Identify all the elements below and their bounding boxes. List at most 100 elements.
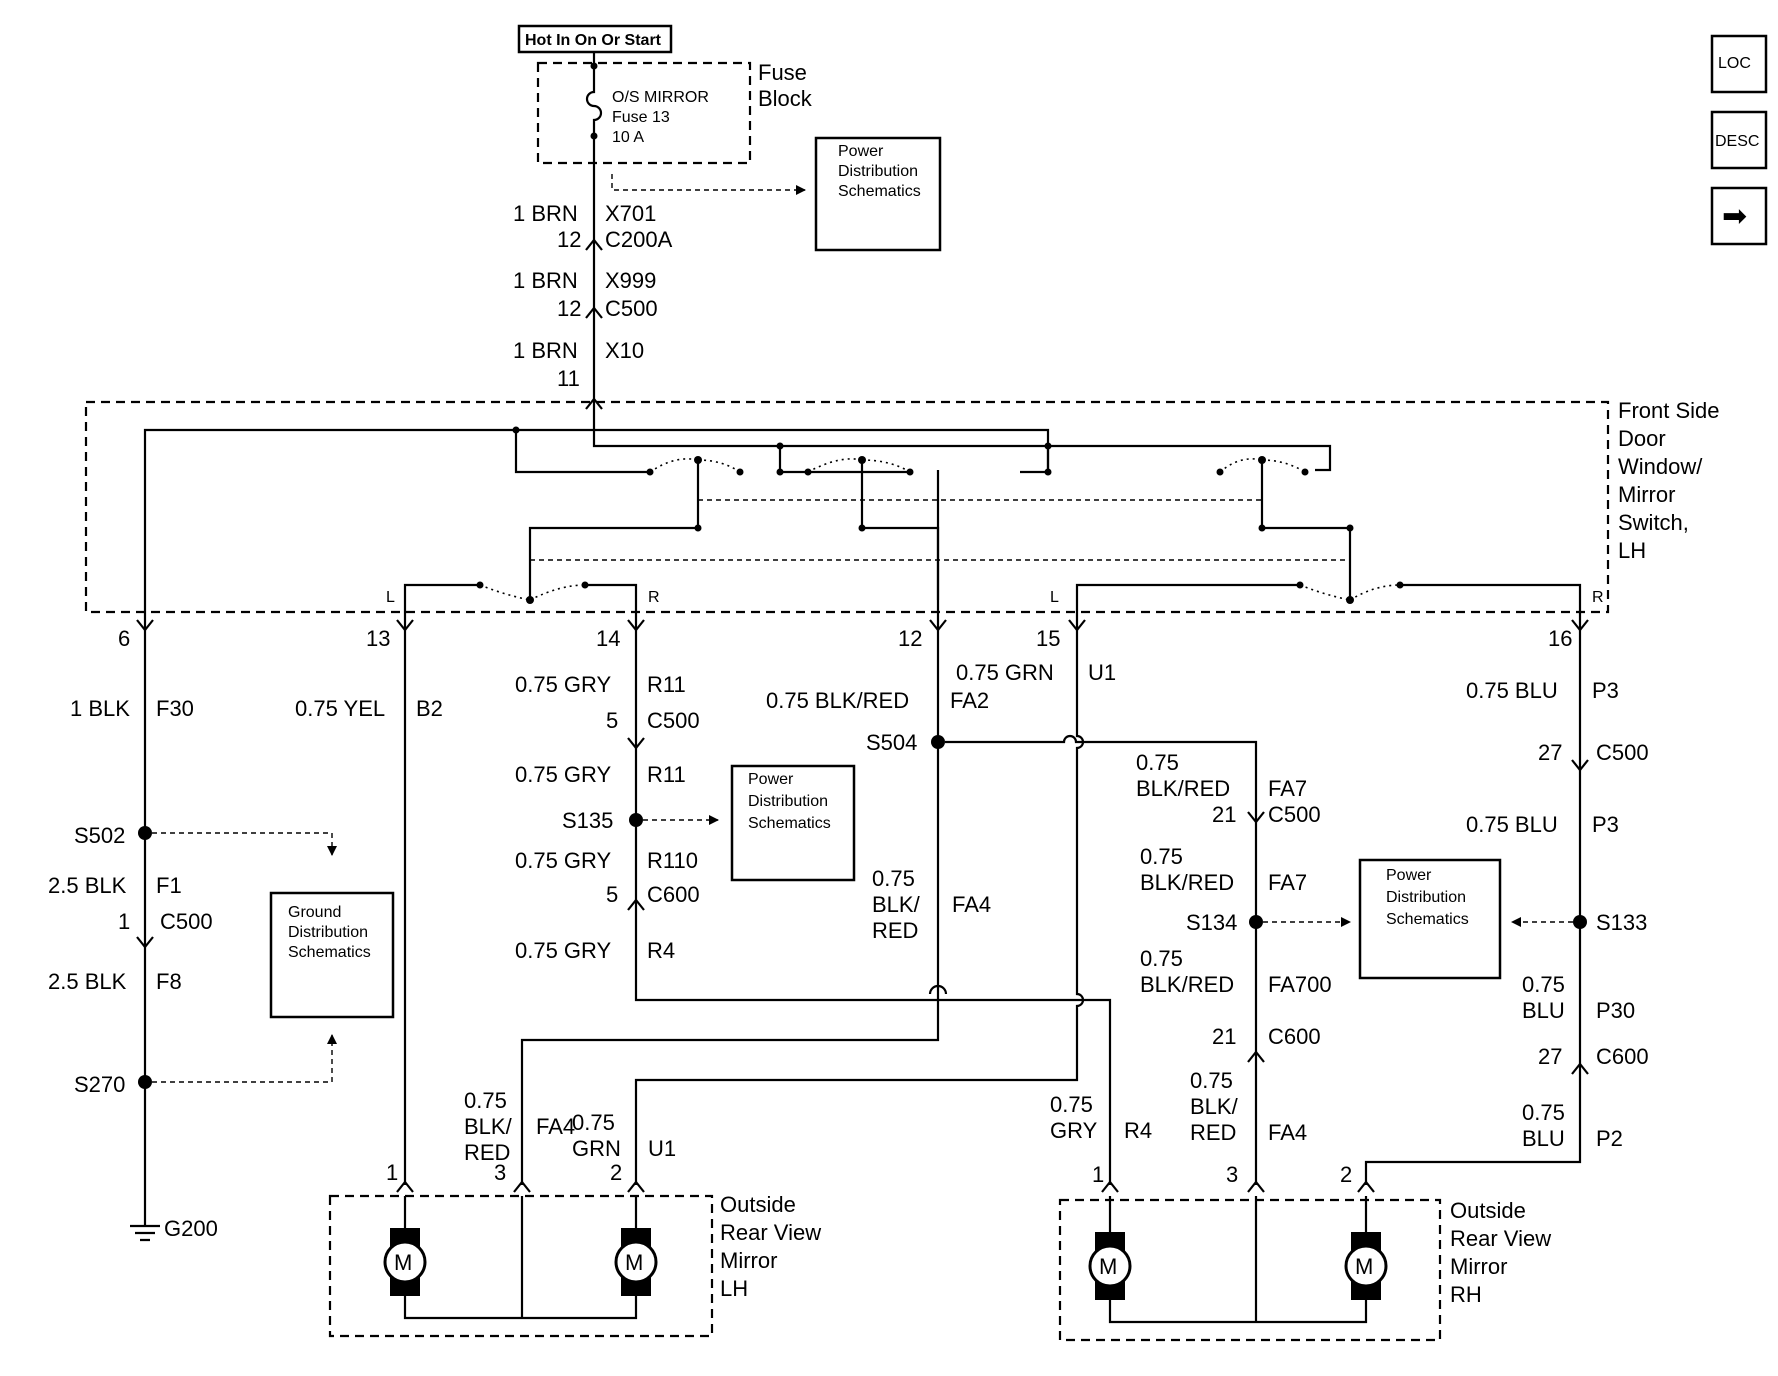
yel-wire: 0.75 YEL (295, 696, 385, 721)
lh-grn-a: 0.75 (572, 1110, 615, 1135)
pin-16: 16 (1548, 626, 1572, 651)
rh-gry-circuit: R4 (1124, 1118, 1152, 1143)
blu-pin2: 27 (1538, 1044, 1562, 1069)
blu-circuit2: P3 (1592, 812, 1619, 837)
feed-labels: 1 BRN X701 12 C200A 1 BRN X999 12 C500 1… (513, 201, 673, 391)
fa7-circuit4: FA4 (1268, 1120, 1307, 1145)
fa7-wire4a: 0.75 (1190, 1068, 1233, 1093)
ref-top-line3: Schematics (838, 183, 921, 200)
splice-s134: S134 (1186, 910, 1237, 935)
ref-mid-line2: Distribution (748, 793, 828, 810)
pin-6: 6 (118, 626, 130, 651)
lh-name-1: Outside (720, 1192, 796, 1217)
gry-circuit3: R110 (647, 848, 698, 873)
lh-pin3: 3 (494, 1160, 506, 1185)
lh-fa4-c: RED (464, 1140, 510, 1165)
ref-top-line1: Power (838, 143, 884, 160)
fuse-symbol (585, 52, 603, 135)
gry-conn1: C500 (647, 708, 700, 733)
gnd-wire2: 2.5 BLK (48, 873, 127, 898)
fa7-conn2: C600 (1268, 1024, 1321, 1049)
switch-name-5: Switch, (1618, 510, 1689, 535)
lh-fa4-b: BLK/ (464, 1114, 513, 1139)
fa7-wire2b: BLK/RED (1140, 870, 1234, 895)
blkred-wire2b: BLK/ (872, 892, 921, 917)
feed-wire3: 1 BRN (513, 338, 578, 363)
blu-circuit1: P3 (1592, 678, 1619, 703)
blu-circuit4: P2 (1596, 1126, 1623, 1151)
fuse-block-label: Fuse (758, 60, 807, 85)
rh-name-3: Mirror (1450, 1254, 1507, 1279)
blu-conn2: C600 (1596, 1044, 1649, 1069)
lh-motor-1: M (394, 1250, 412, 1275)
gry-wire4: 0.75 GRY (515, 938, 612, 963)
gry-circuit4: R4 (647, 938, 675, 963)
power-distribution-ref-right[interactable]: Power Distribution Schematics (1358, 858, 1502, 980)
lh-motor-2: M (625, 1250, 643, 1275)
switch-name-3: Window/ (1618, 454, 1703, 479)
rh-mirror: 0.75 GRY R4 1 3 2 M M Outside Rear View … (1050, 1092, 1551, 1342)
fa7-circuit2: FA7 (1268, 870, 1307, 895)
grn-circuit: U1 (1088, 660, 1116, 685)
fuse-block: O/S MIRROR Fuse 13 10 A Fuse Block (536, 52, 813, 165)
lh-mirror: 0.75 BLK/ RED FA4 0.75 GRN U1 1 3 2 M M … (328, 1088, 821, 1338)
lh-fa4-circuit: FA4 (536, 1114, 575, 1139)
gnd-circuit3: F8 (156, 969, 182, 994)
blu-wire3a: 0.75 (1522, 972, 1565, 997)
ref-mid-line3: Schematics (748, 815, 831, 832)
feed-conn2: C500 (605, 296, 658, 321)
lh-grn-circuit: U1 (648, 1136, 676, 1161)
fa7-branch: 0.75 BLK/RED FA7 21 C500 0.75 BLK/RED FA… (1136, 750, 1351, 1145)
switch-name-1: Front Side (1618, 398, 1720, 423)
lh-name-4: LH (720, 1276, 748, 1301)
feed-circuit1: X701 (605, 201, 656, 226)
feed-pin1: 12 (557, 227, 581, 252)
feed-conn1: C200A (605, 227, 673, 252)
gnd-wire1: 1 BLK (70, 696, 130, 721)
loc-label: LOC (1718, 55, 1751, 72)
lh-pin1: 1 (386, 1160, 398, 1185)
next-page-button[interactable]: ➡ (1710, 186, 1768, 246)
fa7-wire3b: BLK/RED (1140, 972, 1234, 997)
ref-right-line3: Schematics (1386, 911, 1469, 928)
fa7-wire3a: 0.75 (1140, 946, 1183, 971)
gry-branch: 0.75 GRY R11 5 C500 0.75 GRY R11 S135 0.… (515, 600, 1112, 1185)
splice-s504: S504 (866, 730, 917, 755)
fa7-wire1b: BLK/RED (1136, 776, 1230, 801)
blu-wire1: 0.75 BLU (1466, 678, 1558, 703)
blu-circuit3: P30 (1596, 998, 1635, 1023)
lh-fa4-a: 0.75 (464, 1088, 507, 1113)
power-source-label: Hot In On Or Start (525, 32, 662, 49)
lh-grn-b: GRN (572, 1136, 621, 1161)
ref-top-line2: Distribution (838, 163, 918, 180)
power-distribution-ref-top[interactable]: Power Distribution Schematics (814, 136, 942, 252)
fa7-circuit1: FA7 (1268, 776, 1307, 801)
splice-s135: S135 (562, 808, 613, 833)
rh-pin3: 3 (1226, 1162, 1238, 1187)
power-distribution-ref-mid[interactable]: Power Distribution Schematics (730, 764, 856, 882)
rh-gry-b: GRY (1050, 1118, 1098, 1143)
ref-ground-line1: Ground (288, 904, 341, 921)
switch-pins: 6 13 14 12 15 16 (118, 626, 1572, 651)
gnd-circuit1: F30 (156, 696, 194, 721)
feed-wire2: 1 BRN (513, 268, 578, 293)
splice-s502: S502 (74, 823, 125, 848)
blu-pin1: 27 (1538, 740, 1562, 765)
rh-name-2: Rear View (1450, 1226, 1551, 1251)
blu-wire2: 0.75 BLU (1466, 812, 1558, 837)
switch-l-left: L (386, 589, 395, 606)
blkred-wire2c: RED (872, 918, 918, 943)
splice-s270: S270 (74, 1072, 125, 1097)
grn-branch: 0.75 GRN U1 (634, 600, 1116, 1185)
fa7-circuit3: FA700 (1268, 972, 1332, 997)
rh-gry-a: 0.75 (1050, 1092, 1093, 1117)
fuse-rating: 10 A (612, 129, 644, 146)
feed-pin2: 12 (557, 296, 581, 321)
desc-button[interactable]: DESC (1710, 110, 1768, 170)
loc-button[interactable]: LOC (1710, 34, 1768, 94)
ground-distribution-ref[interactable]: Ground Distribution Schematics (269, 891, 395, 1019)
fa7-wire1a: 0.75 (1136, 750, 1179, 775)
power-source: Hot In On Or Start (517, 24, 673, 54)
fa7-conn1: C500 (1268, 802, 1321, 827)
